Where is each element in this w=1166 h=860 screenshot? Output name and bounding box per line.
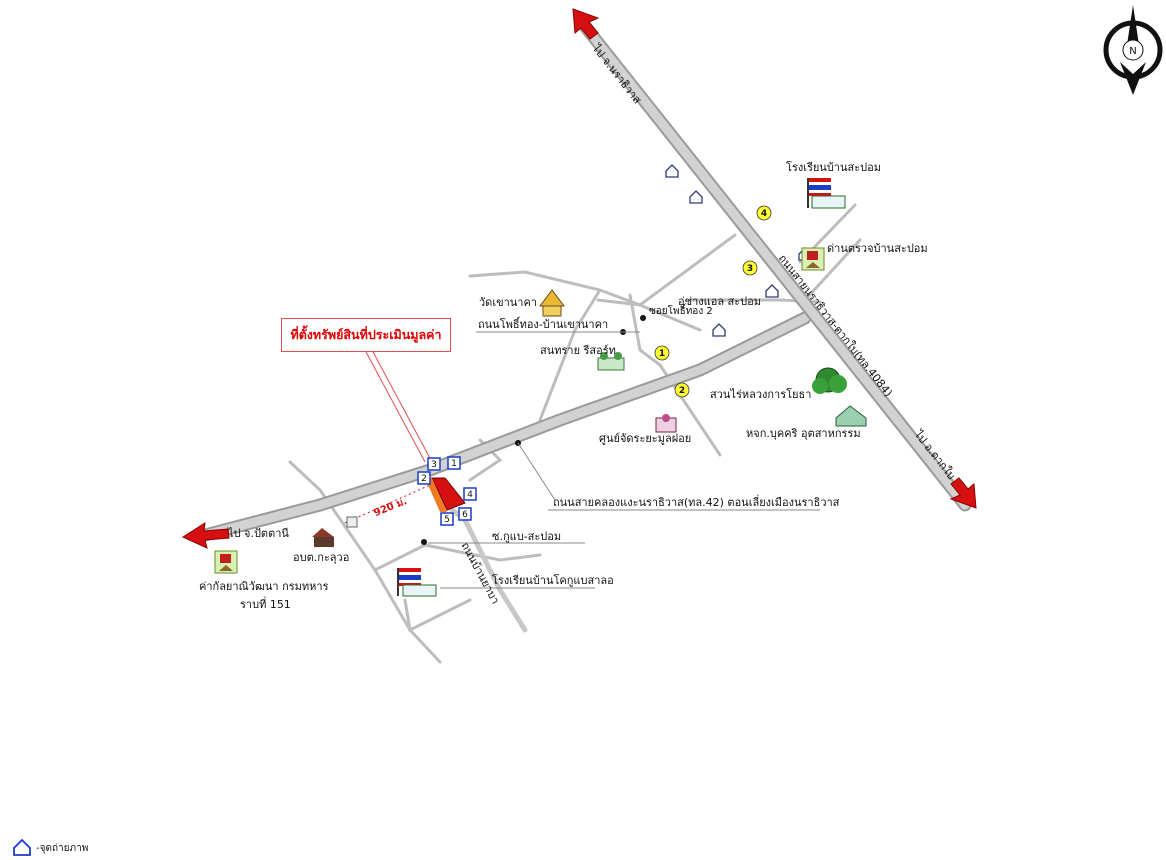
- landmark-markers: 1 2 3 4: [654, 205, 772, 398]
- landmark-number: 1: [659, 349, 665, 359]
- photo-point-label: 4: [467, 490, 473, 500]
- photo-point: 3: [427, 457, 441, 471]
- minor-road: [373, 543, 542, 572]
- leader-line: [517, 442, 556, 501]
- resort-label: สนทราย รีสอร์ท: [540, 344, 616, 357]
- lane-khuba-label: ซ.กูแบ-สะปอม: [492, 530, 562, 543]
- minor-road: [628, 293, 722, 457]
- callout-leader: [364, 349, 426, 463]
- checkpoint-icon: [801, 247, 825, 271]
- house-icon: [712, 323, 726, 337]
- secondary-road: [437, 497, 528, 633]
- photo-point: 4: [463, 487, 477, 501]
- tree-icon: [812, 367, 847, 394]
- landmark-number: 2: [679, 386, 685, 396]
- direction-label-west: ไป จ.ปัตตานี: [228, 527, 289, 540]
- camp-icon: [214, 550, 238, 574]
- photo-point-label: 5: [444, 515, 450, 525]
- photo-point: 2: [417, 471, 431, 485]
- landmark-marker: 2: [674, 382, 690, 398]
- photo-points: 1 2 3 4 5 6: [417, 456, 477, 526]
- callout-leader: [371, 349, 433, 463]
- compass-icon: N: [1103, 5, 1163, 95]
- photo-point-label: 3: [431, 460, 437, 470]
- landmark-number: 3: [747, 264, 753, 274]
- photo-point-label: 2: [421, 474, 427, 484]
- arrow-north-icon: [572, 8, 600, 40]
- legend-label: -จุดถ่ายภาพ: [36, 843, 89, 854]
- small-building-icon: [346, 516, 358, 528]
- center-label: ศูนย์จัดระยะมูลฝอย: [599, 432, 692, 445]
- checkpoint-label: ด่านตรวจบ้านสะปอม: [827, 242, 928, 255]
- connector-road-label: ถนนสายคลองแงะนราธิวาส(ทล.42) ตอนเลี่ยงเม…: [553, 496, 840, 509]
- property-parcel: [431, 477, 466, 511]
- wat-label: วัดเขานาคา: [479, 296, 538, 309]
- minor-road: [803, 238, 862, 302]
- minor-road: [596, 233, 737, 307]
- arrow-west-icon: [181, 522, 230, 549]
- dot-marker: [640, 315, 646, 321]
- access-strip: [425, 478, 447, 512]
- resort-icon: [597, 352, 625, 371]
- school-flag-icon: [807, 178, 846, 209]
- obt-label: อบต.กะลุวอ: [293, 551, 350, 564]
- main-road: [573, 13, 972, 512]
- temple-icon: [539, 289, 565, 317]
- property-callout: ที่ตั้งทรัพย์สินที่ประเมินมูลค่า: [281, 318, 451, 352]
- photo-point: 5: [440, 512, 454, 526]
- dot-marker: [421, 539, 427, 545]
- building-icon: [312, 528, 334, 547]
- house-icon: [765, 284, 779, 298]
- minor-road: [538, 288, 602, 422]
- house-icon: [689, 190, 703, 204]
- legend-photo-point-icon: [13, 838, 31, 856]
- camp-label-line1: ค่ากัลยาณิวัฒนา กรมทหาร: [199, 580, 329, 593]
- factory-icon: [835, 405, 867, 427]
- photo-point: 1: [447, 456, 461, 470]
- compass-label: N: [1129, 46, 1136, 57]
- garden-label: สวนไร่หลวงการโยธา: [710, 388, 812, 401]
- landmark-number: 4: [761, 209, 767, 219]
- distance-line: [344, 484, 431, 524]
- photo-point-label: 1: [451, 459, 457, 469]
- school-flag-icon: [397, 568, 437, 597]
- school-sapom-label: โรงเรียนบ้านสะปอม: [786, 161, 881, 174]
- soi-photong-label: ซอยโพธิ์ทอง 2: [649, 306, 713, 317]
- camp-label-line2: ราบที่ 151: [240, 598, 291, 611]
- connector-road: [198, 311, 812, 542]
- house-icon: [665, 164, 679, 178]
- landmark-marker: 1: [654, 345, 670, 361]
- photo-point-label: 6: [462, 510, 468, 520]
- factory-label: หจก.บุคคริ อุตสาหกรรม: [746, 427, 861, 440]
- minor-road: [403, 598, 472, 633]
- arrow-southeast-icon: [949, 477, 977, 509]
- photo-point: 6: [458, 507, 472, 521]
- road-photong-label: ถนนโพธิ์ทอง-บ้านเขานาคา: [478, 318, 609, 331]
- garage-label: อู่ช่างแอล สะปอม: [678, 295, 762, 308]
- school-khokkhu-label: โรงเรียนบ้านโคกูแบสาลอ: [492, 574, 614, 587]
- waste-center-icon: [655, 414, 677, 433]
- landmark-marker: 3: [742, 260, 758, 276]
- landmark-marker: 4: [756, 205, 772, 221]
